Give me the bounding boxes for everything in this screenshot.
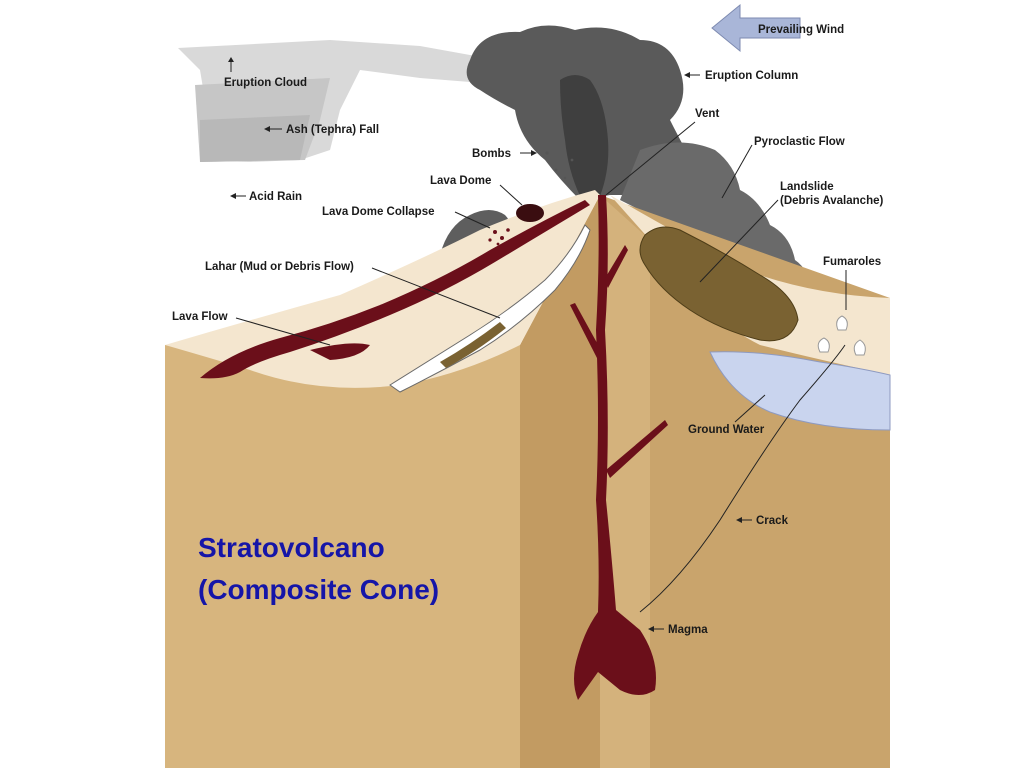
label-ground-water: Ground Water [688,424,765,436]
label-prevailing-wind: Prevailing Wind [758,24,844,36]
arrow-ash-fall [264,126,270,132]
lahar-channel [389,224,591,393]
label-magma: Magma [668,624,708,636]
leader-pyroclastic-flow [721,144,753,199]
label-lahar: Lahar (Mud or Debris Flow) [205,261,354,273]
prevailing-wind-arrow [711,3,801,53]
arrow-eruption-cloud [228,57,234,62]
leader-landslide [699,199,779,283]
label-acid-rain: Acid Rain [249,191,302,203]
arrow-eruption-column [684,72,690,78]
label-lava-flow: Lava Flow [172,311,228,323]
arrow-crack [736,517,742,523]
label-bombs: Bombs [472,148,511,160]
leader-lahar [371,267,501,319]
landslide-debris [639,226,799,342]
label-ash-fall: Ash (Tephra) Fall [286,124,379,136]
leader-ground-water [734,394,766,423]
arrow-acid-rain [230,193,236,199]
label-vent: Vent [695,108,719,120]
arrow-bombs [531,150,537,156]
label-eruption-cloud: Eruption Cloud [224,77,307,89]
arrow-magma [648,626,654,632]
lava-dome [516,204,544,222]
label-eruption-column: Eruption Column [705,70,798,82]
fumarole-steam [817,315,866,356]
block-front-face [165,345,520,768]
volcanic-bombs [545,151,574,180]
crack-line [639,344,846,613]
cutaway-wall [520,195,600,768]
eruption-cloud [178,40,520,162]
leader-vent [605,121,696,196]
magma-system [570,195,668,700]
label-landslide: Landslide [780,181,834,193]
label-pyroclastic-flow: Pyroclastic Flow [754,136,845,148]
leader-lava-dome-collapse [454,211,491,229]
label-fumaroles: Fumaroles [823,256,881,268]
leader-lava-dome [499,184,523,206]
label-lava-dome-collapse: Lava Dome Collapse [322,206,434,218]
ground-water [709,351,891,431]
dome-collapse-debris [488,228,510,246]
diagram-title-line1: Stratovolcano [198,532,385,563]
leader-lava-flow [235,317,331,346]
label-crack: Crack [756,515,789,527]
label-landslide-sub: (Debris Avalanche) [780,195,883,207]
diagram-title-line2: (Composite Cone) [198,574,439,605]
lava-flow [200,200,590,379]
label-lava-dome: Lava Dome [430,175,491,187]
lahar-mud [440,322,506,368]
